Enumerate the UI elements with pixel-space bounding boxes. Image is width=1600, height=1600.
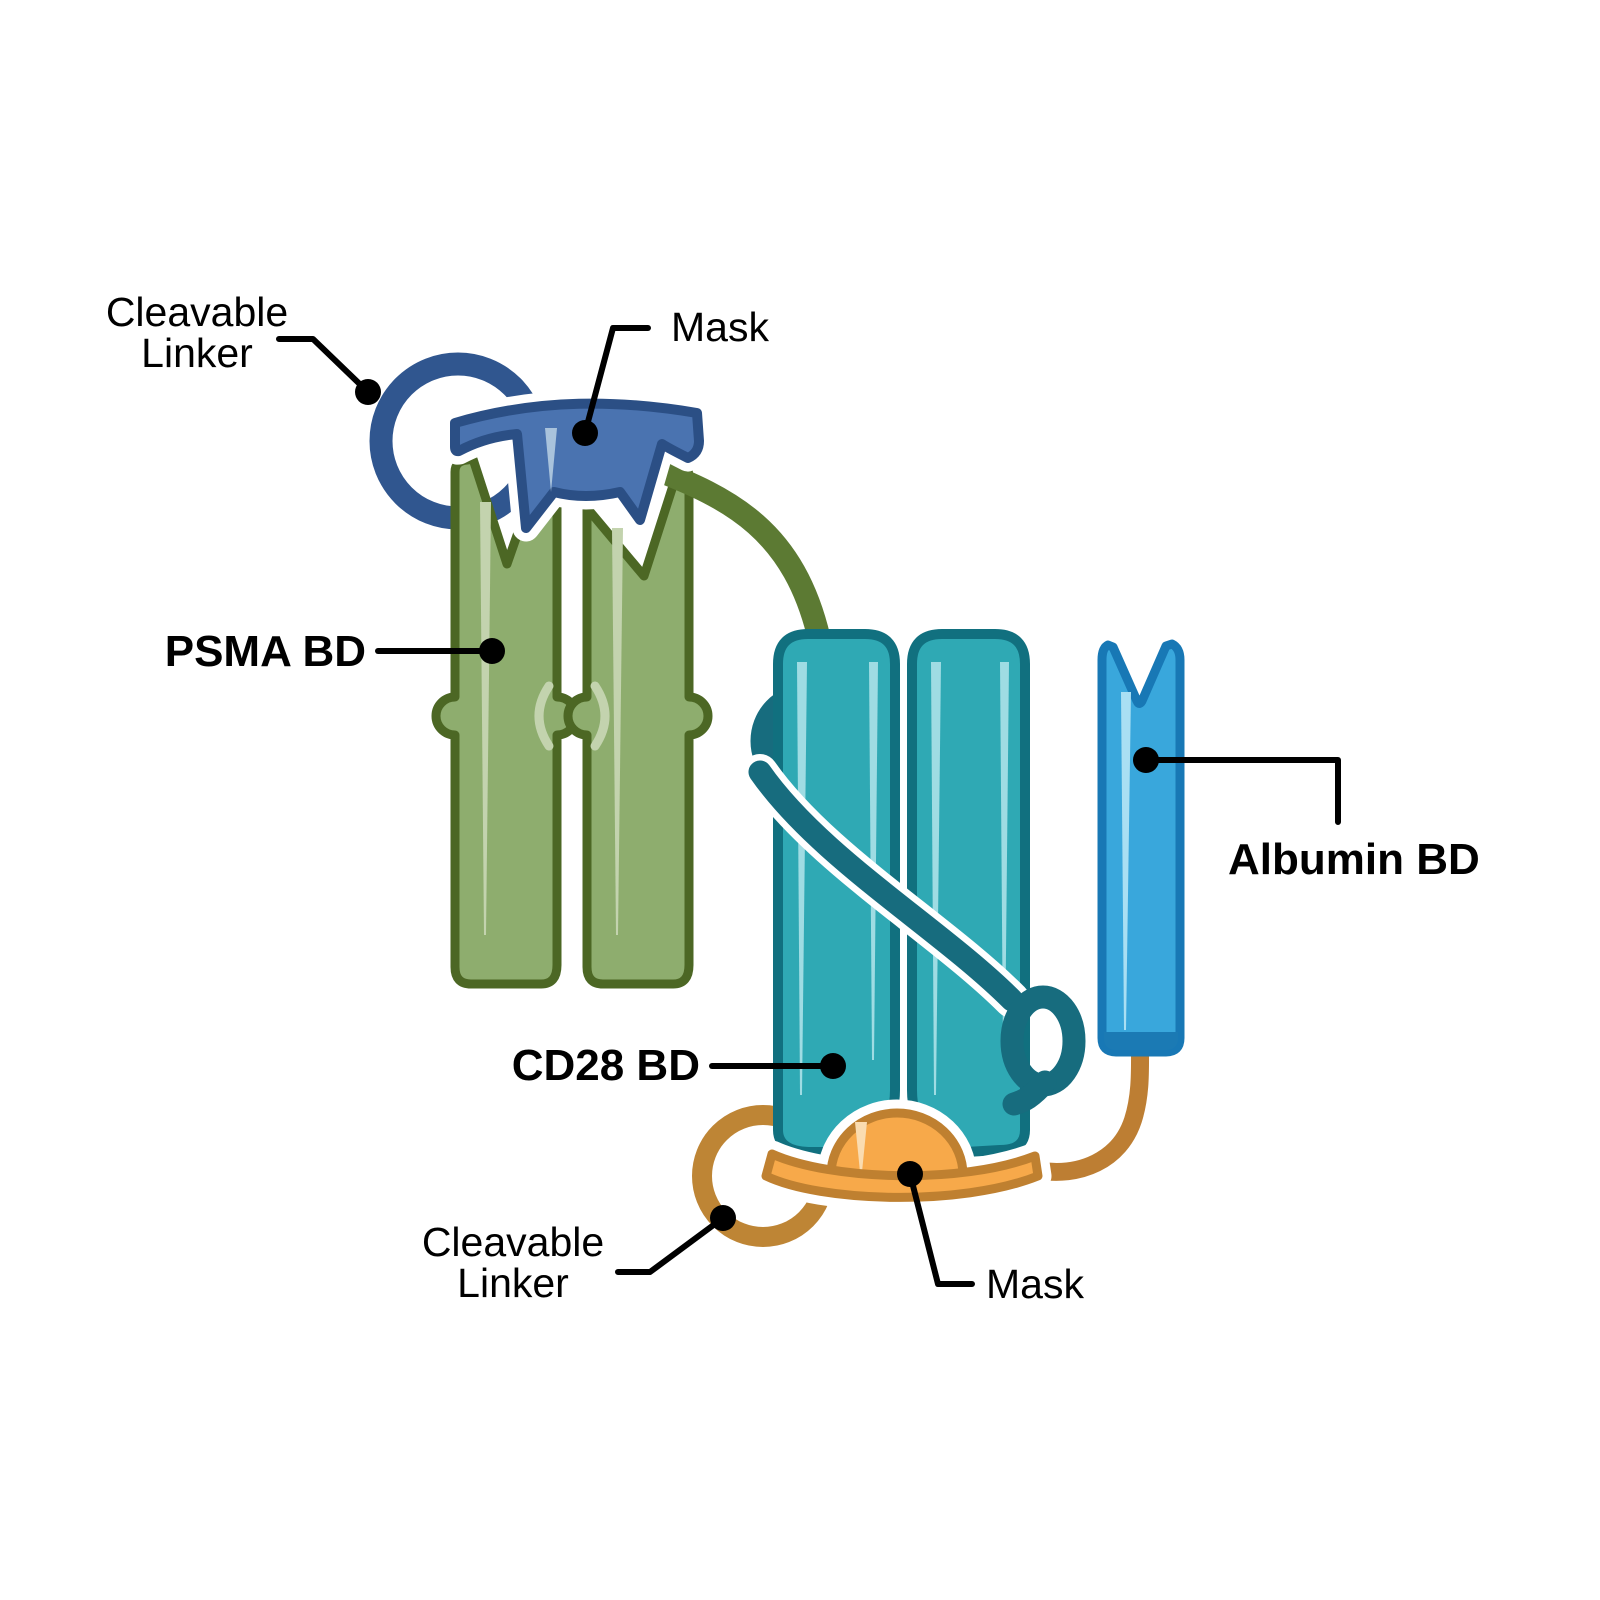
leader-dot-albumin-bd: [1133, 747, 1159, 773]
leader-cleavable-linker-top: [276, 336, 371, 395]
leader-mask-bottom: [907, 1171, 975, 1287]
mask-top-group: [441, 390, 713, 542]
leader-cleavable-linker-bottom: [615, 1215, 726, 1275]
cd28-rod-right-highlight-1: [931, 662, 941, 1095]
leader-dot-cleavable-linker-top: [355, 379, 381, 405]
cd28-rod-right-highlight-2: [1000, 662, 1009, 1050]
label-mask-top: Mask: [671, 304, 769, 350]
label-mask-bottom: Mask: [986, 1261, 1084, 1307]
psma-rod-left: [431, 454, 581, 989]
psma-bd-domain: [431, 454, 713, 989]
cd28-linker-diagonal: [748, 760, 1024, 1012]
psma-cd28-connector: [640, 456, 832, 654]
leader-lines: [276, 325, 1341, 1287]
psma-rod-left-notch-highlight: [534, 681, 554, 751]
mask-top-highlight: [545, 428, 557, 492]
cd28-rod-left-highlight-1: [797, 662, 807, 1095]
albumin-rod-cap: [1104, 1032, 1178, 1050]
albumin-rod: [1097, 639, 1185, 1057]
cd28-crossover-linker: [742, 754, 1086, 1116]
labels: Cleavable Linker Mask PSMA BD CD28 BD Al…: [106, 289, 1480, 1307]
cd28-rod-left-highlight-2: [869, 662, 878, 1060]
albumin-rod-highlight: [1121, 692, 1131, 1030]
psma-rod-left-highlight: [480, 502, 491, 935]
psma-rod-right-notch-highlight: [590, 681, 610, 751]
cd28-albumin-connector: [1027, 1037, 1150, 1181]
label-cd28-bd: CD28 BD: [512, 1041, 700, 1090]
leader-dot-cleavable-linker-bottom: [710, 1205, 736, 1231]
leader-dot-cd28-bd: [820, 1053, 846, 1079]
label-cleavable-linker-top-line2: Linker: [141, 330, 253, 376]
mask-bottom-group: [752, 1099, 1052, 1211]
psma-rod-right-highlight: [612, 528, 623, 935]
label-cleavable-linker-bottom-line2: Linker: [457, 1260, 569, 1306]
leader-dot-psma-bd: [479, 638, 505, 664]
leader-albumin-bd: [1143, 757, 1341, 825]
label-psma-bd: PSMA BD: [165, 627, 366, 676]
albumin-bd-domain: [1097, 639, 1185, 1057]
label-cleavable-linker-bottom-line1: Cleavable: [422, 1219, 604, 1265]
label-albumin-bd: Albumin BD: [1228, 835, 1480, 884]
cd28-linker-tail: [1002, 1070, 1057, 1116]
leader-mask-top: [582, 325, 651, 436]
psma-rod-right: [563, 461, 713, 989]
leader-dot-mask-top: [572, 420, 598, 446]
label-cleavable-linker-top-line1: Cleavable: [106, 289, 288, 335]
leader-dot-mask-bottom: [897, 1161, 923, 1187]
mask-bottom-highlight: [855, 1122, 867, 1182]
mask-top-shape: [450, 398, 704, 533]
